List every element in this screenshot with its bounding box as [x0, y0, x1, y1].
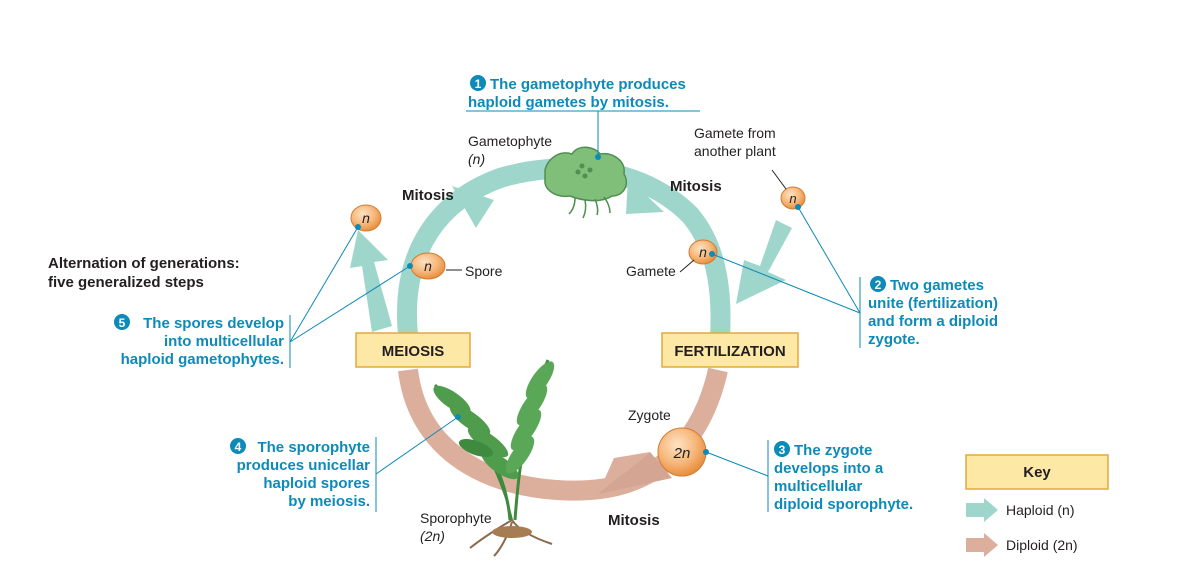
svg-text:zygote.: zygote.	[868, 331, 920, 348]
sporophyte-label: Sporophyte	[420, 510, 492, 526]
svg-text:5: 5	[119, 316, 126, 330]
mitosis-right-label: Mitosis	[670, 178, 722, 195]
svg-text:The spores develop: The spores develop	[143, 315, 284, 332]
svg-text:2n: 2n	[673, 445, 691, 462]
gamete-label: Gamete	[626, 263, 676, 279]
svg-text:haploid spores: haploid spores	[263, 475, 370, 492]
gametophyte-illustration	[544, 146, 628, 219]
mitosis-left-label: Mitosis	[402, 187, 454, 204]
key-diploid-swatch	[966, 533, 998, 557]
svg-text:The zygote: The zygote	[794, 442, 872, 459]
key-legend: Key Haploid (n) Diploid (2n)	[965, 454, 1109, 557]
key-diploid-label: Diploid (2n)	[1006, 537, 1078, 553]
step-2-callout: 2 Two gametes unite (fertilization) and …	[868, 276, 998, 348]
zygote-label: Zygote	[628, 407, 671, 423]
svg-text:haploid gametophytes.: haploid gametophytes.	[121, 351, 284, 368]
svg-text:unite (fertilization): unite (fertilization)	[868, 295, 998, 312]
key-haploid-label: Haploid (n)	[1006, 502, 1074, 518]
diploid-arrowhead-2	[598, 452, 672, 494]
key-haploid-swatch	[966, 498, 998, 522]
svg-text:2: 2	[875, 278, 882, 292]
svg-text:4: 4	[235, 440, 242, 454]
cell-gamete: n	[688, 239, 718, 265]
haploid-arrowhead-right	[626, 178, 664, 214]
cell-zygote: 2n	[657, 427, 707, 477]
callout-lines	[289, 110, 861, 512]
svg-text:FERTILIZATION: FERTILIZATION	[674, 343, 785, 360]
svg-text:develops into a: develops into a	[774, 460, 884, 477]
label-leaders	[446, 169, 787, 273]
arrowhead-highlight	[476, 200, 494, 228]
svg-text:Two gametes: Two gametes	[890, 277, 984, 294]
key-title: Key	[1023, 464, 1051, 481]
svg-text:The gametophyte produces: The gametophyte produces	[490, 76, 686, 93]
spore-label: Spore	[465, 263, 503, 279]
cell-gamete-other-plant: n	[780, 186, 806, 210]
gamete-from-label-2: another plant	[694, 143, 776, 159]
title-line-1: Alternation of generations:	[48, 255, 240, 272]
svg-text:diploid sporophyte.: diploid sporophyte.	[774, 496, 913, 513]
svg-text:by meiosis.: by meiosis.	[288, 493, 370, 510]
step-4-callout: 4 The sporophyte produces unicellar hapl…	[230, 438, 370, 510]
step-5-number-badge	[114, 314, 130, 330]
step-3-number-badge	[774, 441, 790, 457]
gametophyte-label: Gametophyte	[468, 133, 552, 149]
step-1-number-badge	[470, 75, 486, 91]
svg-text:haploid gametes by mitosis.: haploid gametes by mitosis.	[468, 94, 669, 111]
step-2-number-badge	[870, 276, 886, 292]
haploid-arrowhead-left	[452, 186, 494, 228]
svg-text:n: n	[424, 258, 432, 274]
step-4-number-badge	[230, 438, 246, 454]
spore-arrow	[350, 230, 392, 332]
fertilization-label-box: FERTILIZATION	[661, 332, 799, 368]
cell-spore: n	[410, 252, 446, 280]
gametophyte-ploidy-label: (n)	[468, 151, 485, 167]
svg-text:n: n	[789, 191, 796, 206]
sporophyte-ploidy-label: (2n)	[420, 528, 445, 544]
svg-text:3: 3	[779, 443, 786, 457]
key-title-box	[965, 454, 1109, 490]
svg-text:1: 1	[475, 77, 482, 91]
meiosis-label-box: MEIOSIS	[355, 332, 471, 368]
sporophyte-fern-illustration	[433, 359, 555, 557]
step-1-callout: 1 The gametophyte produces haploid gamet…	[468, 75, 686, 111]
svg-text:produces unicellar: produces unicellar	[237, 457, 371, 474]
incoming-gamete-arrow	[736, 220, 792, 304]
callout-dots	[355, 154, 801, 455]
svg-text:n: n	[362, 210, 370, 226]
title-line-2: five generalized steps	[48, 274, 204, 291]
mitosis-bottom-label: Mitosis	[608, 512, 660, 529]
svg-text:and form a diploid: and form a diploid	[868, 313, 998, 330]
svg-text:into multicellular: into multicellular	[164, 333, 284, 350]
step-3-callout: 3 The zygote develops into a multicellul…	[774, 441, 913, 513]
step-5-callout: 5 The spores develop into multicellular …	[114, 314, 284, 368]
gamete-from-label-1: Gamete from	[694, 125, 776, 141]
svg-text:multicellular: multicellular	[774, 478, 863, 495]
svg-text:The sporophyte: The sporophyte	[257, 439, 370, 456]
svg-text:n: n	[699, 244, 707, 260]
svg-text:MEIOSIS: MEIOSIS	[382, 343, 445, 360]
